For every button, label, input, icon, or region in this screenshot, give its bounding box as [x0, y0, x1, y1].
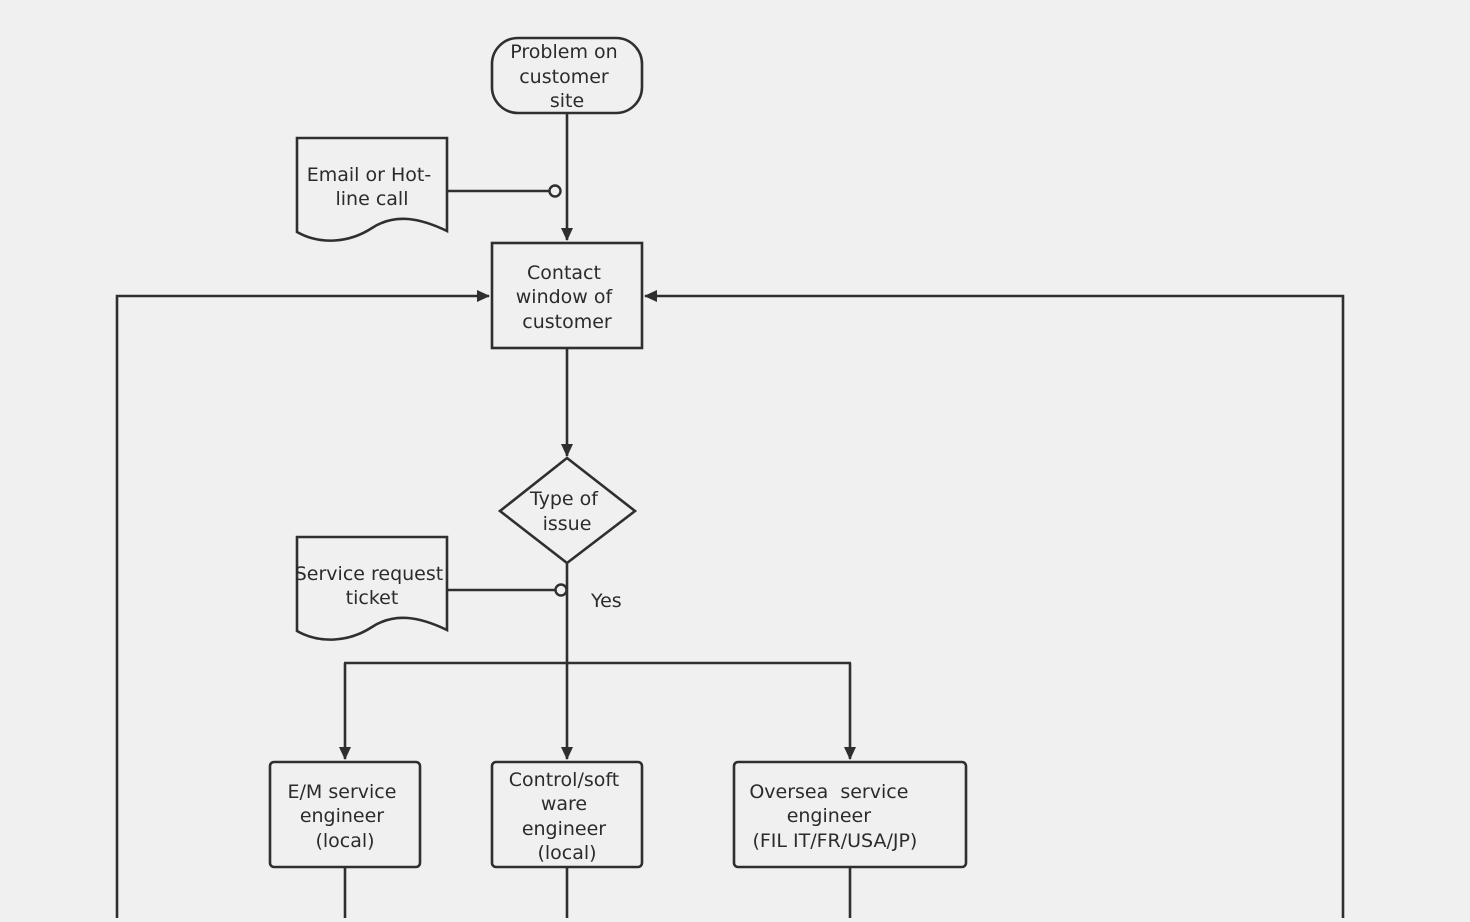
svg-text:E/M service engineer: E/M service engineer (local) [288, 781, 403, 852]
node-em-engineer[interactable]: E/M service engineer (local) [268, 760, 422, 869]
oversea-line-1: Oversea service [749, 781, 908, 803]
node-email-document[interactable]: Email or Hot- line call [295, 136, 449, 242]
control-line-4: (local) [537, 842, 596, 864]
em-line-2: engineer [300, 805, 384, 827]
svg-text:Email or Hot- line call: Email or Hot- line call [307, 164, 438, 210]
email-annotation-connector-dot [548, 184, 562, 198]
oversea-line-3: (FIL IT/FR/USA/JP) [752, 830, 917, 852]
email-line-2: line call [336, 188, 409, 210]
contact-line-2: window of [516, 286, 614, 308]
control-line-3: engineer [522, 818, 606, 840]
contact-line-1: Contact [527, 262, 601, 284]
ticket-line-2: ticket [346, 587, 399, 609]
edge-right-feedback-loop [644, 290, 1345, 918]
oversea-line-2: engineer [787, 805, 871, 827]
svg-text:Control/soft ware: Control/soft ware engineer (local) [509, 769, 625, 864]
start-line-3: site [550, 90, 584, 112]
start-line-1: Problem on [510, 41, 617, 63]
em-line-1: E/M service [288, 781, 397, 803]
start-line-2: customer [519, 66, 609, 88]
control-line-1: Control/soft [509, 769, 619, 791]
svg-text:Oversea service enginee: Oversea service engineer (FIL IT/FR/USA/… [749, 781, 917, 852]
node-contact-process[interactable]: Contact window of customer [490, 241, 644, 350]
node-ticket-document[interactable]: Service request ticket [295, 535, 450, 641]
ticket-annotation-connector-dot [554, 583, 568, 597]
node-start-terminator[interactable]: Problem on customer site [490, 36, 644, 115]
control-line-2: ware [541, 793, 587, 815]
node-issue-decision[interactable]: Type of issue [497, 456, 638, 565]
yes-edge-label: Yes [590, 590, 622, 612]
edge-left-feedback-loop [115, 290, 490, 918]
svg-text:Problem on customer: Problem on customer site [510, 41, 623, 112]
decision-line-2: issue [543, 513, 592, 535]
svg-text:Type of issue: Type of issue [529, 488, 604, 535]
ticket-line-1: Service request [295, 563, 443, 585]
em-line-3: (local) [315, 830, 374, 852]
svg-text:Service request ticket: Service request ticket [295, 563, 450, 609]
decision-line-1: Type of [529, 488, 599, 510]
svg-text:Contact window of: Contact window of customer [516, 262, 619, 333]
email-line-1: Email or Hot- [307, 164, 431, 186]
contact-line-3: customer [522, 311, 612, 333]
node-control-engineer[interactable]: Control/soft ware engineer (local) [490, 760, 644, 869]
node-oversea-engineer[interactable]: Oversea service engineer (FIL IT/FR/USA/… [0, 0, 968, 869]
